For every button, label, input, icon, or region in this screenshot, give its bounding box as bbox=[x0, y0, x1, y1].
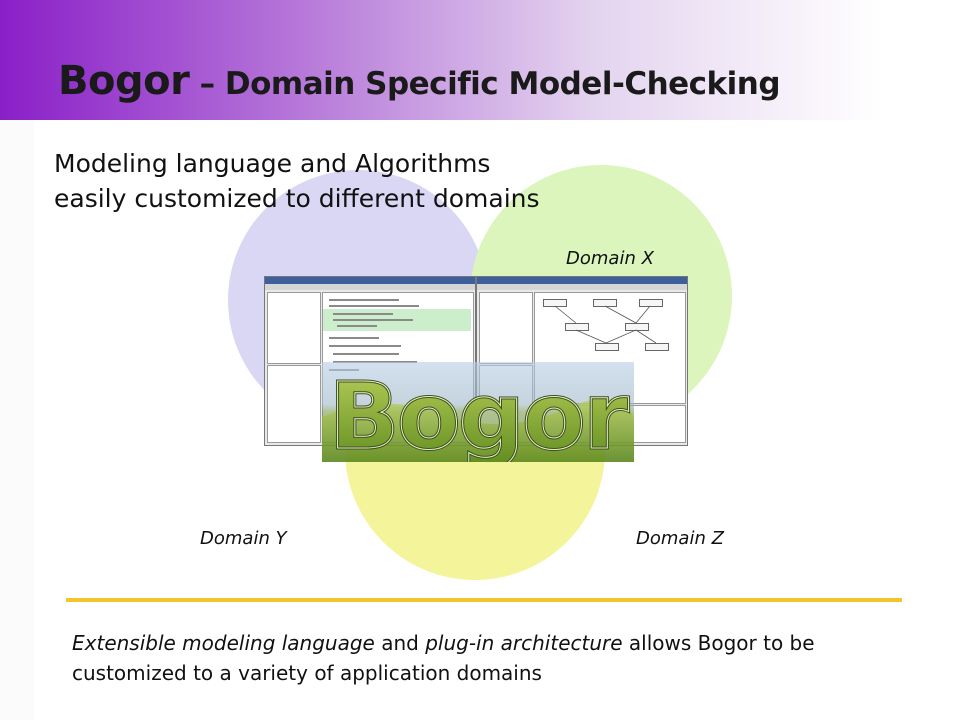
slide-title: Bogor – Domain Specific Model-Checking bbox=[58, 58, 781, 104]
subtitle-line-2: easily customized to different domains bbox=[54, 184, 540, 213]
navigator-pane bbox=[479, 292, 533, 364]
bogor-logo: Bogor Bogor bbox=[322, 362, 634, 462]
title-main: Bogor bbox=[58, 58, 190, 104]
window-titlebar bbox=[477, 277, 687, 284]
outline-pane bbox=[267, 365, 321, 443]
domain-y-label: Domain Y bbox=[200, 528, 287, 549]
footer-part-3: plug-in architecture bbox=[425, 631, 623, 655]
slide-subtitle: Modeling language and Algorithms easily … bbox=[54, 146, 540, 216]
domain-x-label: Domain X bbox=[566, 248, 654, 269]
subtitle-line-1: Modeling language and Algorithms bbox=[54, 149, 491, 178]
bogor-logo-text: Bogor bbox=[329, 363, 629, 462]
footer-part-4: allows Bogor to be customized to a varie… bbox=[72, 631, 815, 685]
svg-text:Bogor: Bogor bbox=[329, 363, 629, 462]
header-band bbox=[0, 0, 960, 120]
graph-edges bbox=[554, 305, 657, 344]
window-titlebar bbox=[265, 277, 475, 284]
title-rest: Domain Specific Model-Checking bbox=[224, 66, 781, 102]
footer-part-2: and bbox=[374, 631, 426, 655]
footer-part-1: Extensible modeling language bbox=[72, 631, 375, 655]
navigator-pane bbox=[267, 292, 321, 364]
window-menubar bbox=[265, 284, 475, 290]
gold-divider bbox=[66, 598, 902, 602]
domain-z-label: Domain Z bbox=[636, 528, 724, 549]
window-menubar bbox=[477, 284, 687, 290]
footer-text: Extensible modeling language and plug-in… bbox=[72, 628, 922, 688]
title-dash: – bbox=[189, 66, 225, 102]
left-margin bbox=[0, 120, 34, 720]
